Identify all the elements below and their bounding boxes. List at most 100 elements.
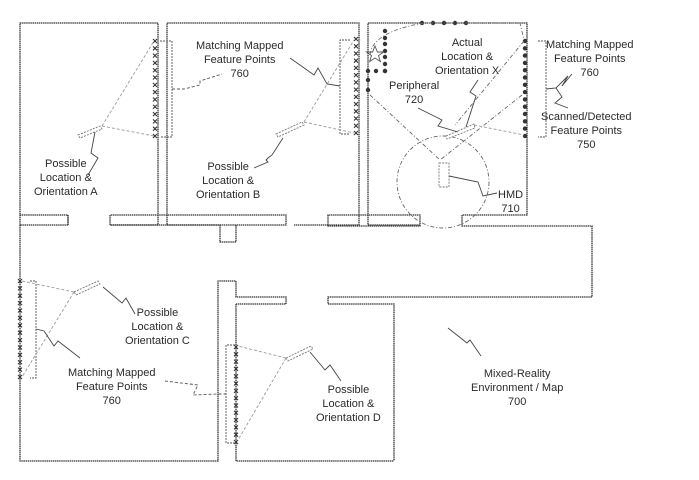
- device-c: [73, 280, 101, 296]
- leader-mmfp-a: [172, 73, 223, 90]
- scanned-feature-point: [522, 68, 528, 73]
- feature-point-marker: [353, 72, 359, 78]
- feature-point-marker: [233, 432, 239, 438]
- feature-point-marker: [233, 403, 239, 408]
- ray-b1: [303, 39, 355, 123]
- feature-points-a: [152, 38, 158, 139]
- ray-d1: [237, 345, 287, 359]
- label-line: Possible: [327, 384, 370, 396]
- scanned-feature-point: [522, 75, 528, 80]
- feature-point-marker: [152, 97, 158, 102]
- scanned-feature-point: [441, 20, 447, 26]
- hmd-range-circle: [396, 135, 490, 229]
- label-line: Scanned/Detected: [541, 111, 632, 123]
- leader-peripheral: [417, 107, 459, 133]
- label-hmd: HMD 710: [498, 188, 523, 216]
- feature-point-marker: [17, 374, 23, 380]
- feature-point-marker: [152, 45, 158, 51]
- feature-point-marker: [17, 322, 23, 328]
- feature-point-marker: [233, 373, 239, 379]
- label-line: Location &: [322, 398, 375, 410]
- leader-mmfp-x: [545, 73, 573, 90]
- feature-points-b: [353, 36, 359, 136]
- label-location-a: Possible Location & Orientation A: [34, 157, 98, 199]
- reference-number: 700: [507, 396, 527, 408]
- feature-point-marker: [233, 410, 239, 416]
- leader-mmfp-d: [164, 380, 226, 396]
- device-b: [275, 121, 305, 138]
- reference-number: 760: [580, 67, 599, 79]
- feature-point-marker: [353, 79, 359, 85]
- feature-point-marker: [17, 308, 23, 313]
- feature-point-marker: [353, 43, 359, 49]
- feature-point-marker: [233, 381, 239, 386]
- ray-c2: [21, 291, 75, 378]
- feature-point-marker: [353, 116, 359, 121]
- feature-point-marker: [233, 395, 239, 401]
- fov-ray-right: [454, 40, 525, 126]
- scanned-feature-point: [365, 87, 371, 93]
- leader-loc-d: [309, 351, 342, 382]
- reference-number: 760: [102, 395, 121, 407]
- label-line: Matching Mapped: [68, 367, 156, 379]
- scanned-feature-point: [522, 133, 528, 139]
- scanned-feature-point: [522, 111, 528, 117]
- feature-point-marker: [17, 278, 23, 284]
- room-c-walls: [19, 225, 287, 462]
- scanned-feature-point: [382, 41, 388, 47]
- label-line: Location &: [202, 175, 255, 187]
- scanned-feature-point: [382, 61, 388, 67]
- scanned-feature-point: [382, 28, 388, 34]
- label-line: Feature Points: [75, 381, 148, 393]
- ray-d2: [237, 357, 287, 441]
- scanned-feature-point: [522, 53, 528, 58]
- fov-ray-left: [369, 94, 441, 161]
- label-line: Location &: [39, 172, 92, 184]
- feature-point-marker: [353, 58, 359, 64]
- bracket-b: [339, 39, 350, 135]
- scanned-feature-point: [522, 126, 528, 131]
- scanned-feature-point: [382, 68, 388, 74]
- label-line: Feature Points: [203, 54, 276, 66]
- feature-point-marker: [353, 65, 359, 71]
- label-line: Mixed-Reality: [483, 368, 551, 380]
- reference-number: 720: [404, 94, 424, 106]
- feature-point-marker: [152, 89, 158, 95]
- label-location-c: Possible Location & Orientation C: [125, 306, 190, 348]
- feature-point-marker: [17, 315, 23, 321]
- bracket-d: [225, 344, 235, 444]
- label-line: Orientation A: [34, 186, 98, 198]
- label-line: Environment / Map: [471, 382, 564, 394]
- feature-point-marker: [233, 388, 239, 394]
- label-line: Orientation D: [316, 412, 381, 424]
- feature-point-marker: [17, 352, 23, 358]
- feature-point-marker: [353, 94, 359, 100]
- scanned-feature-point: [522, 89, 528, 95]
- device-a: [77, 125, 103, 139]
- peripheral-fov: [369, 22, 525, 56]
- corridor-top-wall-right: [327, 214, 421, 227]
- scanned-feature-point: [373, 68, 379, 74]
- label-mmfp-bottom: Matching Mapped Feature Points 760: [68, 366, 155, 408]
- leader-mmfp-b: [289, 57, 341, 87]
- label-line: Peripheral: [389, 80, 440, 92]
- label-line: Feature Points: [550, 125, 623, 137]
- scanned-feature-point: [382, 35, 388, 41]
- feature-points-d: [233, 344, 239, 445]
- feature-point-marker: [233, 359, 239, 365]
- scanned-feature-point: [522, 119, 528, 124]
- feature-point-marker: [17, 330, 23, 336]
- label-line: Possible: [207, 161, 249, 173]
- feature-point-marker: [17, 285, 23, 291]
- label-line: Orientation X: [435, 65, 500, 77]
- feature-point-marker: [152, 60, 158, 66]
- label-line: Feature Points: [553, 53, 626, 65]
- feature-point-marker: [17, 300, 23, 306]
- feature-points-c: [17, 278, 23, 380]
- corridor-left-top: [20, 214, 69, 225]
- room-a-walls: [19, 22, 159, 226]
- scanned-feature-point: [522, 60, 528, 66]
- hmd-device: [438, 162, 450, 188]
- corridor-right-section: [327, 215, 593, 461]
